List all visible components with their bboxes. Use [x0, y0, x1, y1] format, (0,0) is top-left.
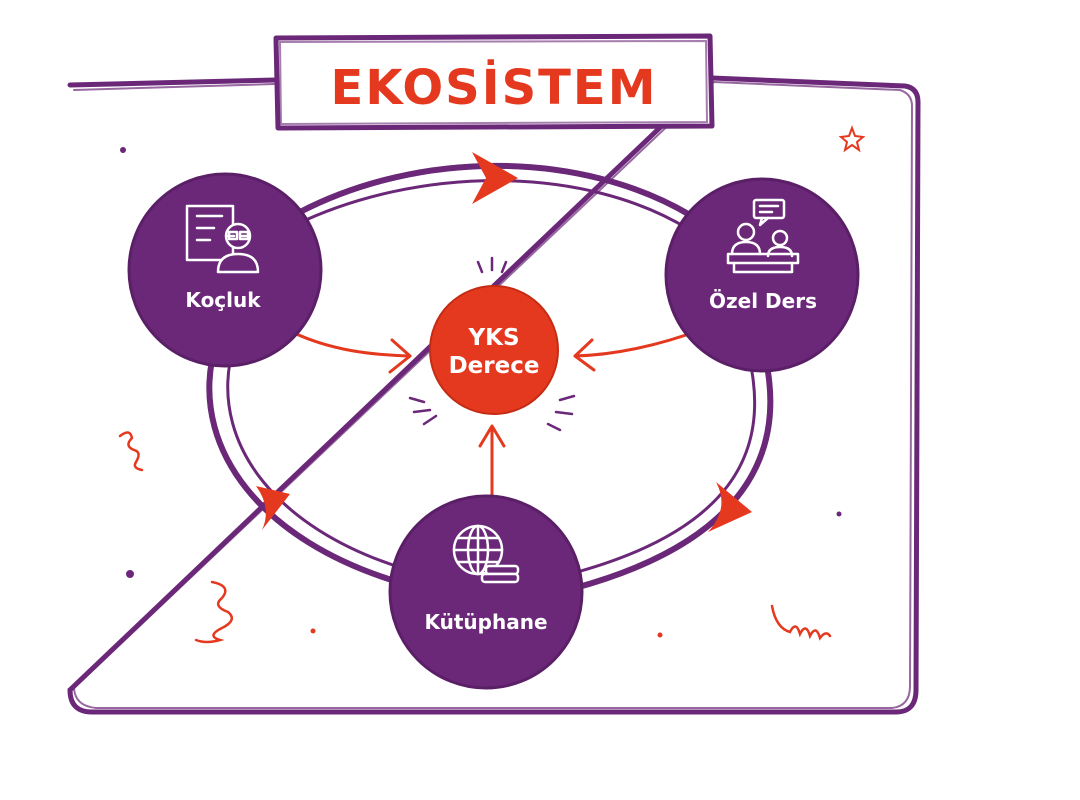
title-box: EKOSİSTEM — [273, 33, 715, 131]
dot-icon — [657, 632, 663, 638]
loops-icon — [770, 604, 832, 641]
node-kocluk-label: Koçluk — [185, 288, 261, 312]
page-title: EKOSİSTEM — [331, 59, 658, 116]
outer-frame — [67, 75, 921, 715]
globe-books-icon — [452, 524, 520, 584]
arrow-up-left-icon — [256, 486, 290, 530]
dot-icon — [126, 570, 134, 578]
coach-icon — [185, 204, 260, 274]
dot-icon — [836, 511, 842, 517]
dot-icon — [310, 628, 316, 634]
arrow-down-icon — [708, 482, 752, 532]
star-icon — [838, 125, 866, 153]
arrow-right-icon — [472, 152, 518, 204]
node-kutuphane-label: Kütüphane — [424, 610, 547, 634]
center-node: YKS Derece — [408, 256, 576, 432]
spiral-icon — [194, 580, 234, 644]
center-label-line2: Derece — [449, 353, 540, 379]
center-label-line1: YKS — [467, 325, 519, 351]
squiggle-icon — [118, 431, 144, 472]
node-ozel-ders-label: Özel Ders — [709, 289, 817, 313]
node-kocluk: Koçluk — [127, 172, 323, 368]
classroom-icon — [726, 198, 800, 274]
cycle-arrows — [256, 152, 752, 532]
decorations — [118, 125, 866, 644]
node-ozel-ders: Özel Ders — [664, 177, 860, 373]
dot-icon — [120, 147, 126, 153]
dot-icon — [821, 262, 827, 268]
node-kutuphane: Kütüphane — [388, 494, 584, 690]
